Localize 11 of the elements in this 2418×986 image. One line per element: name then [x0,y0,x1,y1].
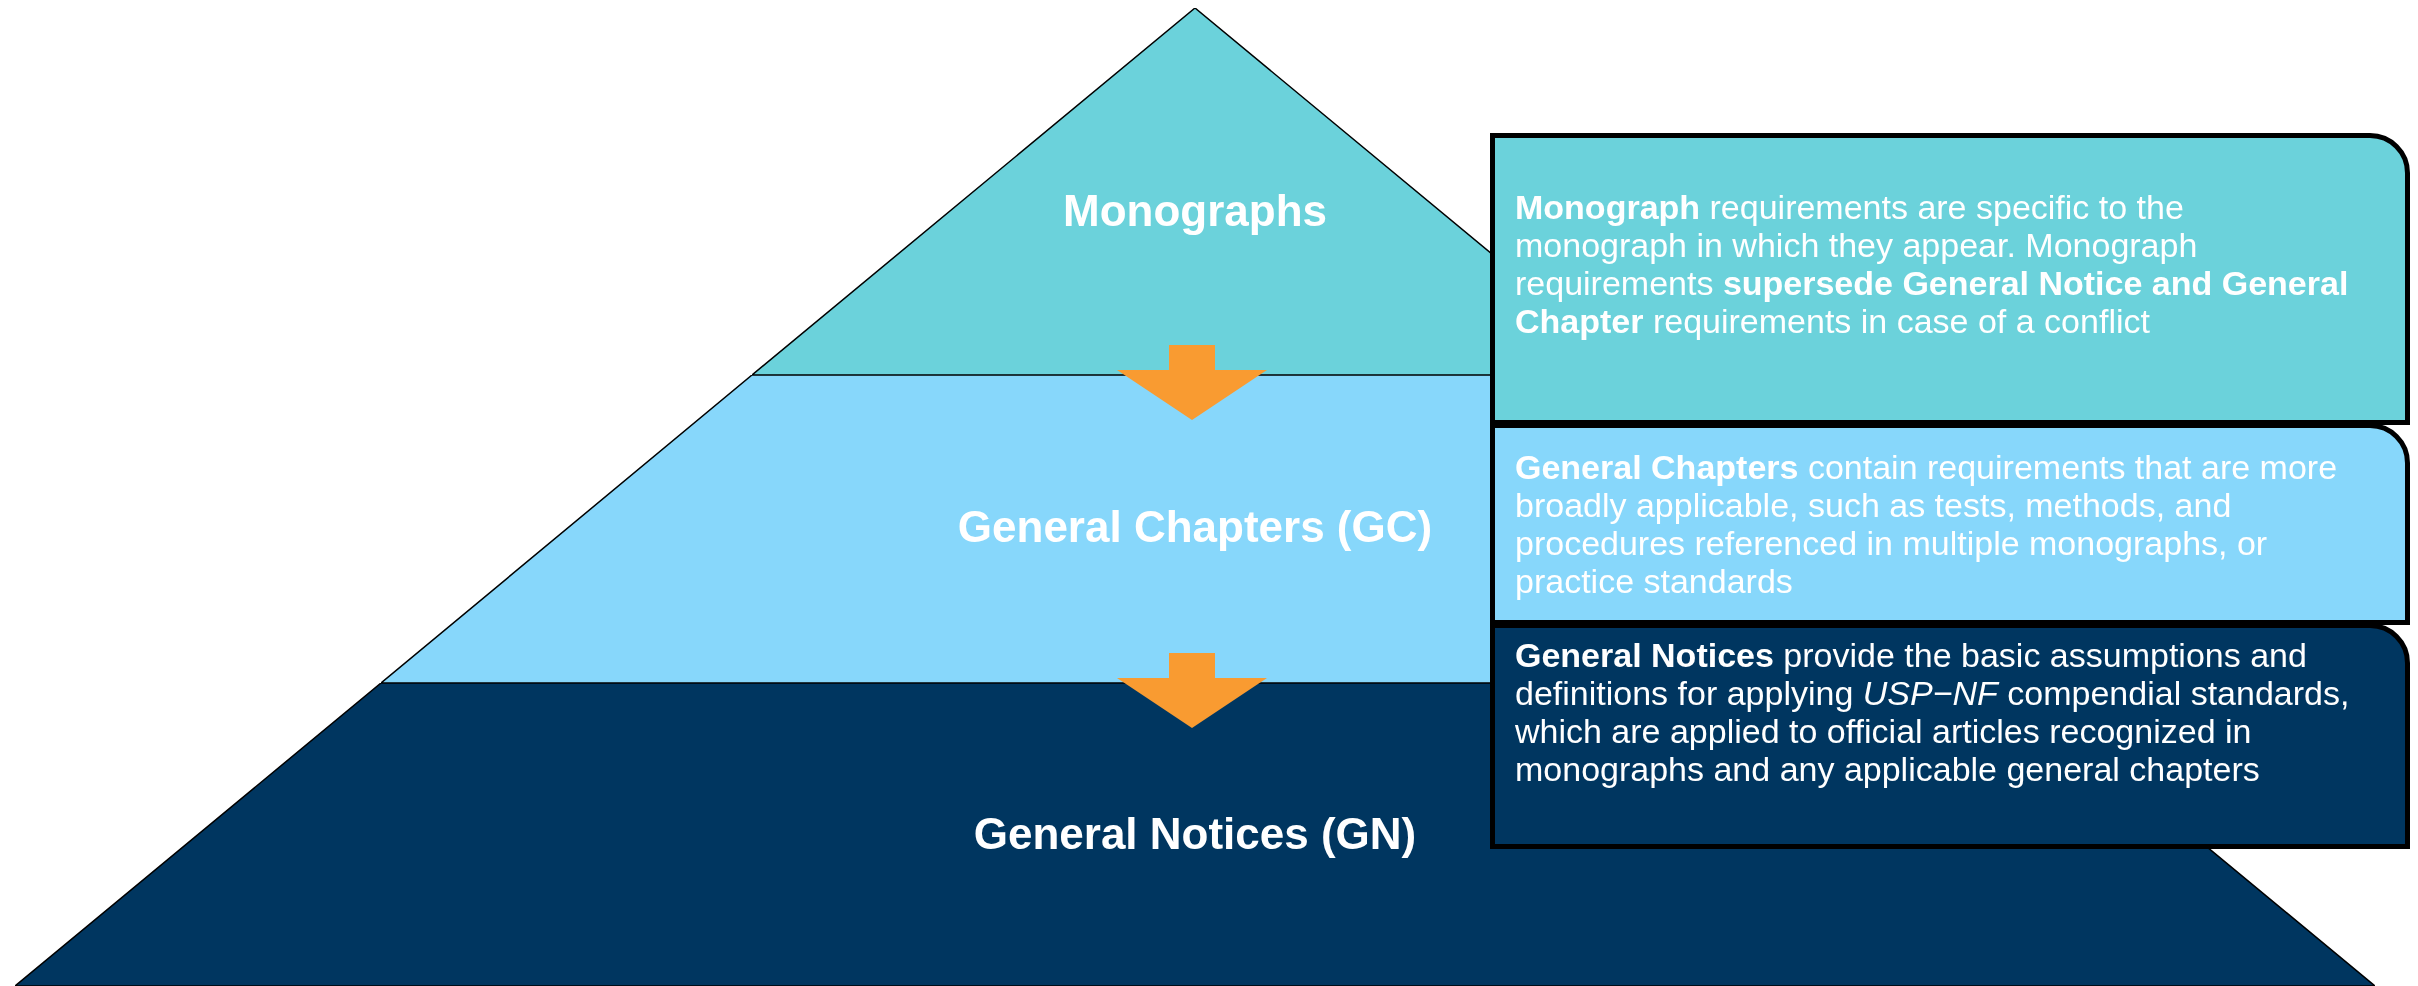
description-panel [1490,623,2410,849]
layer-title: Monographs [1063,186,1327,236]
description-text: Monograph requirements are specific to the monograph in which they appear. Monograph requirements supersede General Notice and General Chapter requirements in case of a conflict [1515,188,2350,340]
layer-title: General Notices (GN) [973,809,1417,859]
block-arrow [1117,653,1267,728]
layer-title: General Chapters (GC) [957,502,1433,552]
description-text: General Notices provide the basic assumptions and definitions for applying USP−NF compendial standards, which are applied to official articles recognized in monographs and any applicable general chapters [1515,636,2351,788]
block-arrow [1117,345,1267,420]
description-panel [1490,133,2410,425]
description-panel [1490,423,2410,625]
description-text: General Chapters contain requirements that are more broadly applicable, such as tests, methods, and procedures referenced in multiple monographs, or practice standards [1515,448,2339,600]
